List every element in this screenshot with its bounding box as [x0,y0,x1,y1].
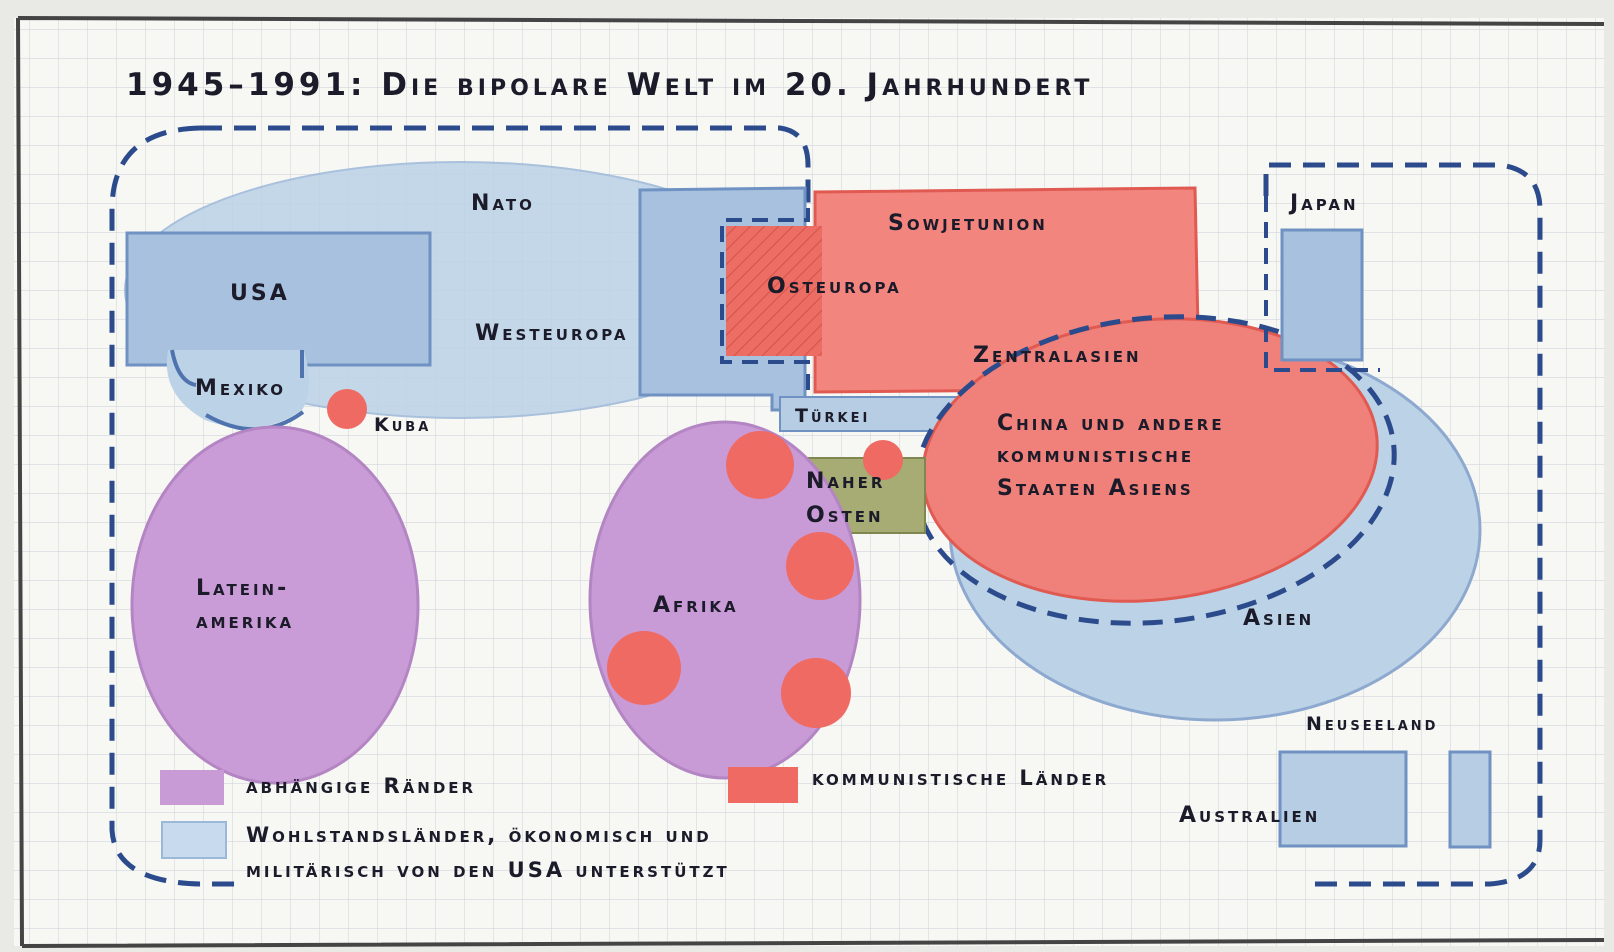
afrika-communist-dot-2 [786,532,854,600]
osteuropa-boundary [720,208,810,395]
legend-swatch-communist [728,767,798,803]
legend-label-dependent: abhängige Ränder [246,774,476,798]
diagram-title: 1945–1991: Die bipolare Welt im 20. Jahr… [126,67,1093,103]
label-mexiko: Mexiko [195,376,286,401]
japan-region [1280,228,1364,362]
label-naher-osten-2: Osten [806,503,884,528]
osteuropa-hatch [726,226,822,356]
paper-frame [16,16,1605,948]
label-usa: USA [230,281,290,306]
label-lateinamerika-1: Latein- [196,576,289,601]
afrika-communist-dot-1 [726,431,794,499]
label-tuerkei: Türkei [795,405,870,427]
legend-swatch-wealthy [161,821,227,859]
label-neuseeland: Neuseeland [1306,713,1438,735]
neuseeland-region [1448,750,1492,849]
label-lateinamerika-2: amerika [196,609,294,634]
label-china-1: China und andere [997,411,1225,436]
legend-label-wealthy-2: militärisch von den USA unterstützt [246,858,730,882]
japan-boundary [1264,196,1380,372]
western-bloc-boundary [109,125,973,887]
label-nato: Nato [471,191,535,216]
naher-osten-dot [863,440,903,480]
label-naher-osten-1: Naher [806,469,885,494]
usa-region [125,231,432,367]
legend-label-communist: kommunistische Länder [812,766,1109,790]
label-sowjetunion: Sowjetunion [888,211,1048,236]
tuerkei-region [779,396,961,432]
mexiko-region [166,350,310,428]
label-zentralasien: Zentralasien [973,343,1142,368]
label-china-3: Staaten Asiens [997,476,1194,501]
label-asien: Asien [1243,606,1314,631]
eastern-bloc-boundary [1263,162,1543,887]
legend-label-wealthy-1: Wohlstandsländer, ökonomisch und [246,823,712,847]
label-china-2: kommunistische [997,443,1194,468]
lateinamerika-region [130,425,420,785]
label-japan: Japan [1288,191,1359,216]
label-kuba: Kuba [374,414,431,436]
label-westeuropa: Westeuropa [475,321,629,346]
afrika-communist-dot-4 [781,658,851,728]
label-australien: Australien [1179,803,1320,828]
afrika-communist-dot-3 [607,631,681,705]
label-afrika: Afrika [653,593,739,618]
label-osteuropa: Osteuropa [767,274,902,299]
australien-region [1278,750,1408,848]
legend-swatch-dependent [160,770,224,805]
kuba-region [327,389,367,429]
